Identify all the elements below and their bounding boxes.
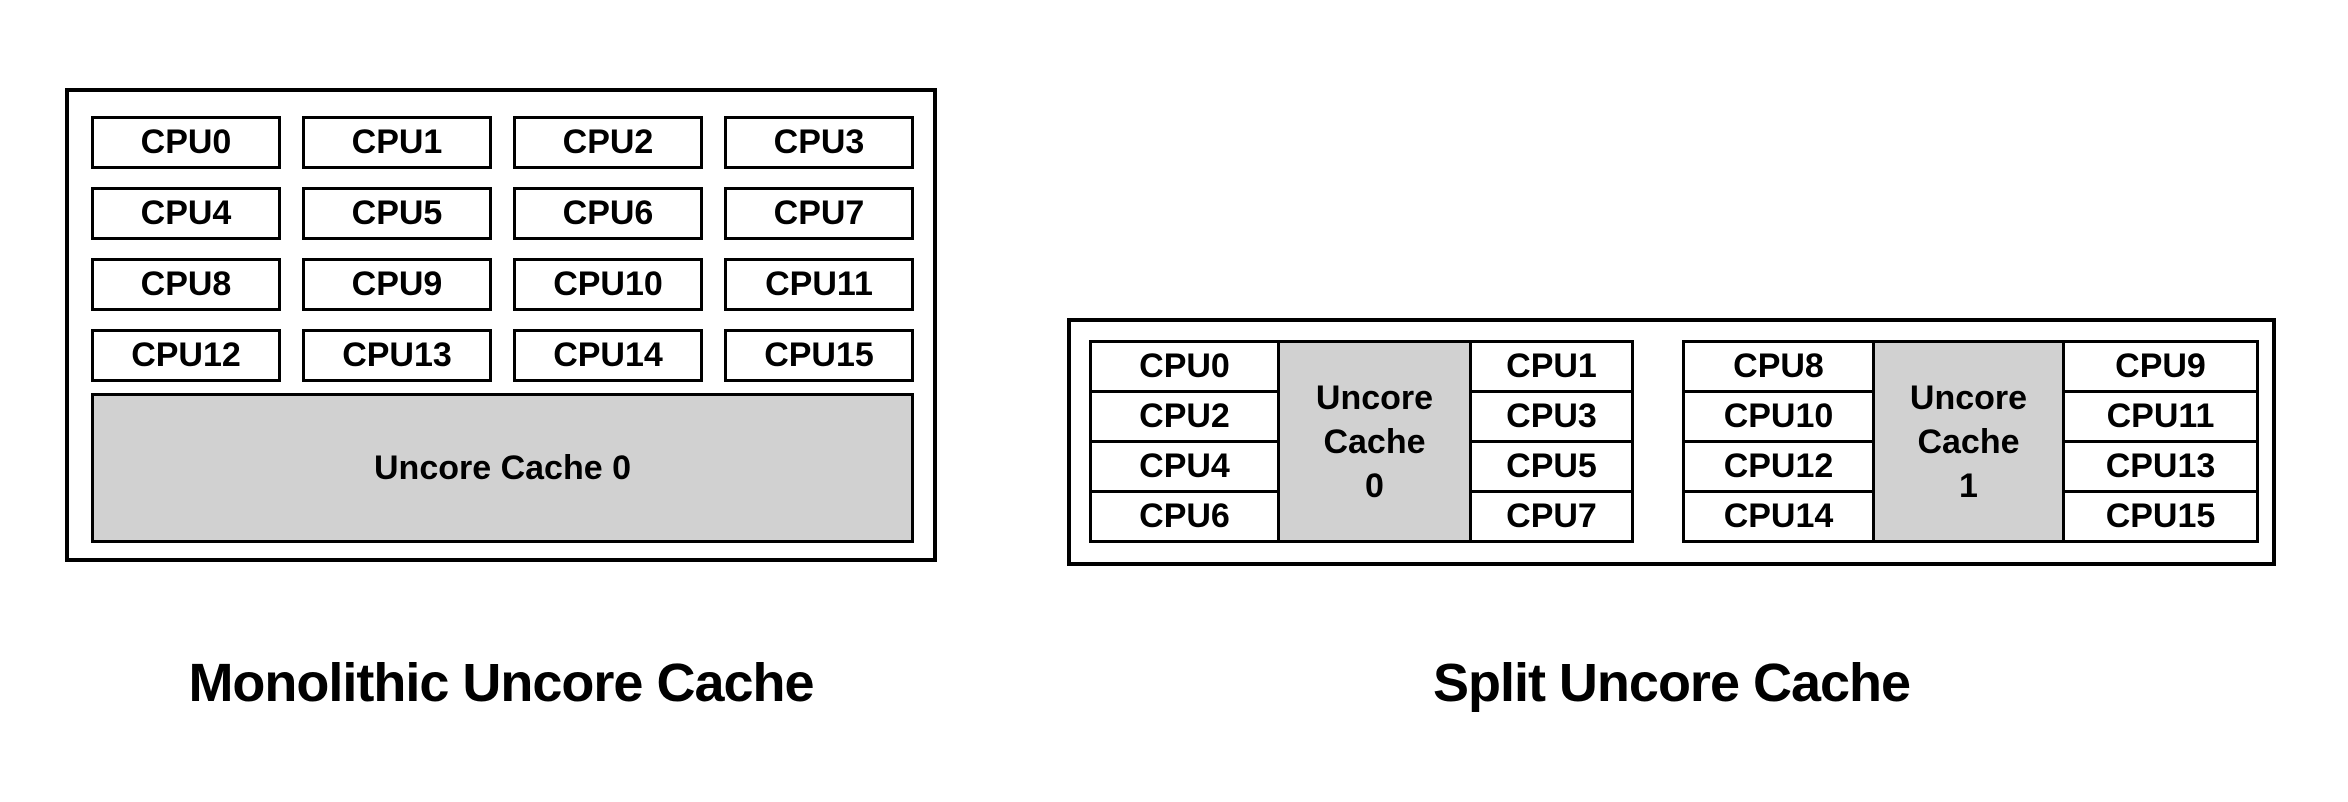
- monolithic-diagram-box: CPU0 CPU1 CPU2 CPU3 CPU4 CPU5 CPU6 CPU7 …: [65, 88, 937, 562]
- cpu-cell: CPU13: [2062, 440, 2259, 493]
- split-diagram-box: CPU0 Uncore Cache 0 CPU1 CPU2 CPU3 CPU4 …: [1067, 318, 2276, 566]
- cpu-cell: CPU8: [1682, 340, 1875, 393]
- cpu-cell: CPU10: [1682, 390, 1875, 443]
- cpu-cell: CPU11: [2062, 390, 2259, 443]
- cpu-cell: CPU9: [2062, 340, 2259, 393]
- cpu-cell: CPU1: [1469, 340, 1634, 393]
- cpu-cell: CPU15: [2062, 490, 2259, 543]
- cpu-box: CPU14: [513, 329, 703, 382]
- cpu-cell: CPU12: [1682, 440, 1875, 493]
- cpu-box: CPU7: [724, 187, 914, 240]
- cache-label-line: Uncore: [1909, 378, 2028, 417]
- cpu-box: CPU8: [91, 258, 281, 311]
- uncore-cache-1-cell: Uncore Cache 1: [1872, 340, 2065, 543]
- cpu-box: CPU3: [724, 116, 914, 169]
- cpu-box: CPU0: [91, 116, 281, 169]
- cpu-box: CPU1: [302, 116, 492, 169]
- cpu-cell: CPU0: [1089, 340, 1280, 393]
- cache-label-line: Cache: [1323, 422, 1426, 461]
- cpu-box: CPU12: [91, 329, 281, 382]
- cpu-cell: CPU6: [1089, 490, 1280, 543]
- cpu-cell: CPU3: [1469, 390, 1634, 443]
- cpu-box: CPU5: [302, 187, 492, 240]
- cpu-box: CPU2: [513, 116, 703, 169]
- cpu-box: CPU6: [513, 187, 703, 240]
- monolithic-cpu-grid: CPU0 CPU1 CPU2 CPU3 CPU4 CPU5 CPU6 CPU7 …: [91, 116, 914, 382]
- cpu-box: CPU15: [724, 329, 914, 382]
- uncore-cache-0-cell: Uncore Cache 0: [1277, 340, 1472, 543]
- cpu-cell: CPU7: [1469, 490, 1634, 543]
- cpu-cell: CPU5: [1469, 440, 1634, 493]
- cpu-box: CPU9: [302, 258, 492, 311]
- split-cluster-0: CPU0 Uncore Cache 0 CPU1 CPU2 CPU3 CPU4 …: [1089, 340, 1634, 543]
- split-cluster-1: CPU8 Uncore Cache 1 CPU9 CPU10 CPU11 CPU…: [1682, 340, 2259, 543]
- cache-label-line: 1: [1959, 466, 1978, 505]
- cpu-box: CPU10: [513, 258, 703, 311]
- cpu-box: CPU4: [91, 187, 281, 240]
- cpu-cell: CPU4: [1089, 440, 1280, 493]
- uncore-cache-0-box: Uncore Cache 0: [91, 393, 914, 543]
- cpu-box: CPU11: [724, 258, 914, 311]
- cache-label-line: Uncore: [1315, 378, 1434, 417]
- split-caption: Split Uncore Cache: [1432, 653, 1911, 713]
- cache-label-line: Cache: [1917, 422, 2020, 461]
- monolithic-caption: Monolithic Uncore Cache: [188, 653, 814, 713]
- cache-label-line: 0: [1365, 466, 1384, 505]
- cpu-cell: CPU14: [1682, 490, 1875, 543]
- cpu-box: CPU13: [302, 329, 492, 382]
- cpu-cell: CPU2: [1089, 390, 1280, 443]
